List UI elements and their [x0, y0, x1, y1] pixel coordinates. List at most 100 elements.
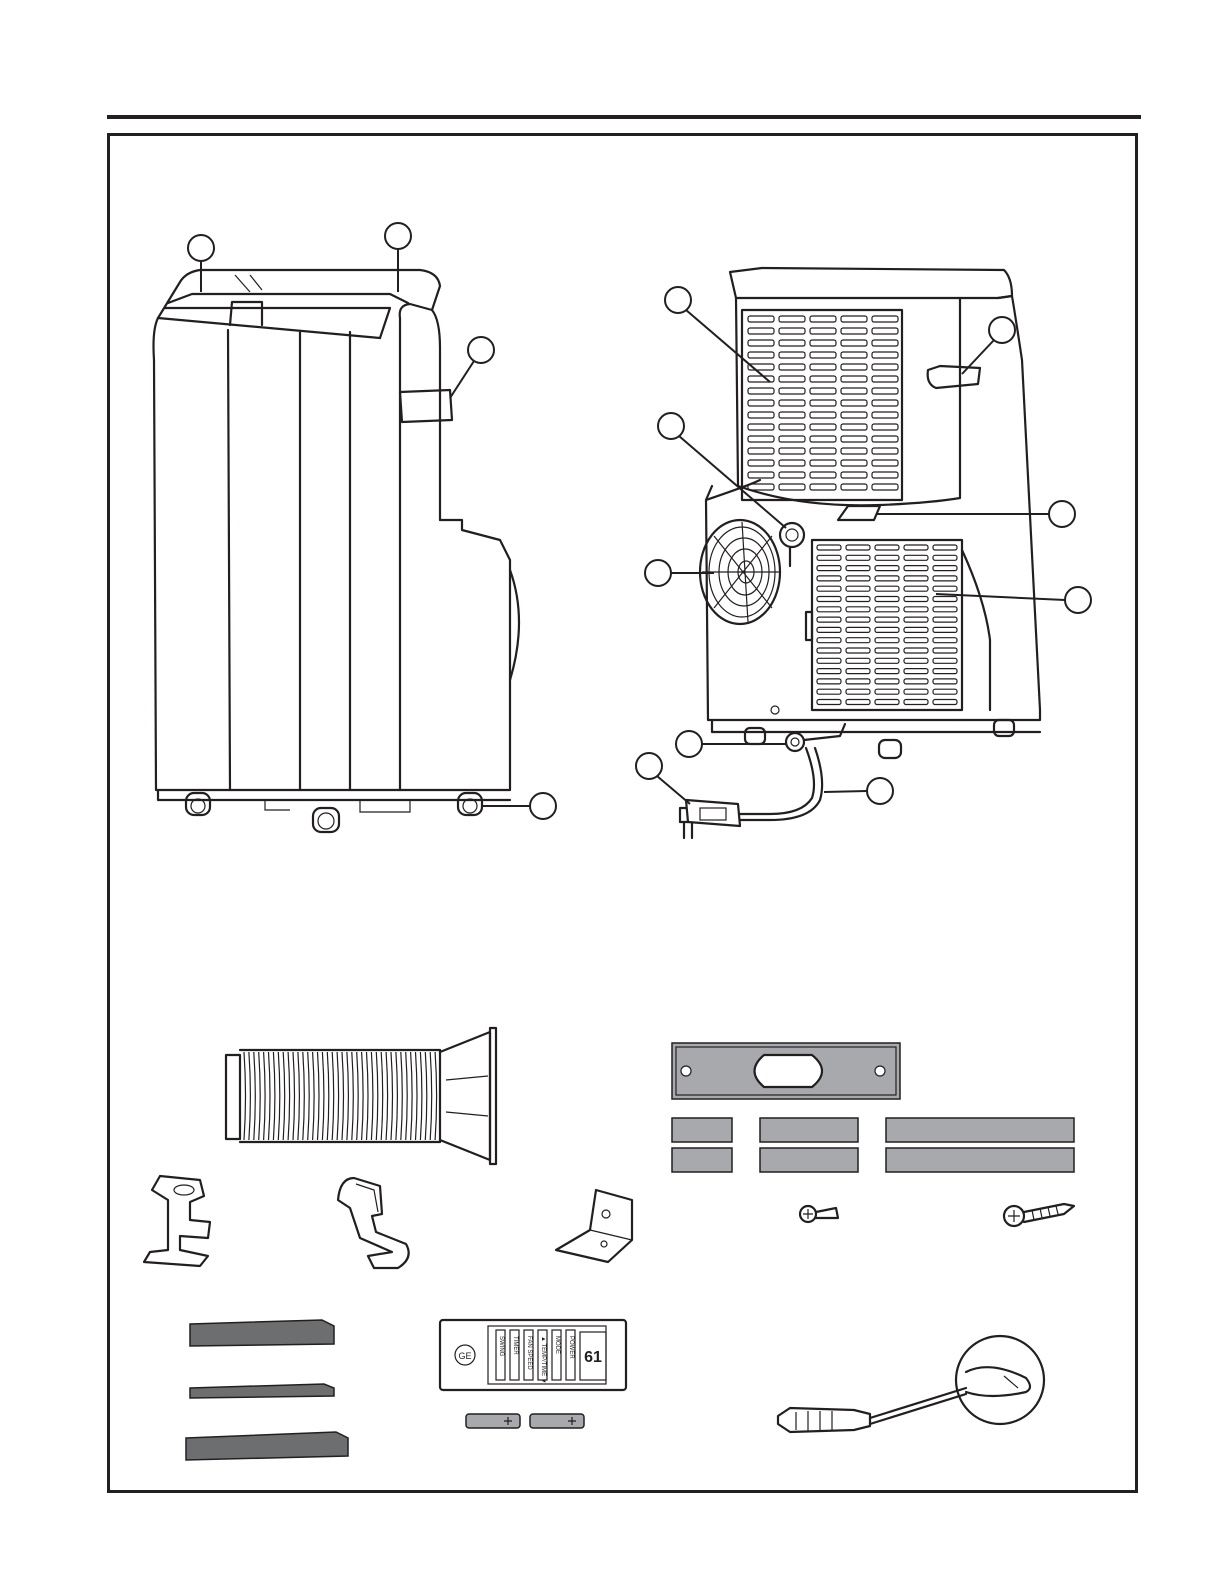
grille-slot [779, 448, 805, 454]
hose-rib [244, 1052, 246, 1140]
grille-slot [904, 638, 928, 643]
callout-upper-grille [665, 287, 691, 313]
foam-seals [186, 1320, 348, 1460]
hose-rib [396, 1052, 398, 1140]
grille-slot [810, 448, 836, 454]
grille-slot [841, 472, 867, 478]
grille-slot [933, 689, 957, 694]
grille-slot [875, 545, 899, 550]
hose-rib [342, 1052, 344, 1140]
hose-rib [367, 1052, 369, 1140]
hose-rib [269, 1052, 271, 1140]
grille-slot [846, 648, 870, 653]
window-slider-kit [672, 1043, 900, 1099]
hose-rib [416, 1052, 418, 1140]
grille-slot [846, 658, 870, 663]
grille-slot [779, 484, 805, 490]
callout-power-plug [636, 753, 662, 779]
grille-slot [875, 586, 899, 591]
grille-slot [810, 364, 836, 370]
grille-slot [748, 424, 774, 430]
grille-slot [904, 669, 928, 674]
grille-slot [933, 576, 957, 581]
hose-rib [259, 1052, 261, 1140]
grille-slot [817, 566, 841, 571]
grille-slot [817, 627, 841, 632]
callout-top-right [385, 223, 411, 249]
hose-rib [352, 1052, 354, 1140]
grille-slot [904, 576, 928, 581]
grille-slot [748, 400, 774, 406]
grille-slot [872, 424, 898, 430]
hose-rib [386, 1052, 388, 1140]
grille-slot [779, 352, 805, 358]
screwdriver [778, 1336, 1044, 1432]
grille-slot [872, 364, 898, 370]
hose-rib [322, 1052, 324, 1140]
grille-slot [933, 638, 957, 643]
grille-slot [817, 648, 841, 653]
screw-small [800, 1206, 838, 1222]
hose-rib [362, 1052, 364, 1140]
power-plug [680, 800, 740, 838]
grille-slot [846, 545, 870, 550]
grille-slot [841, 364, 867, 370]
grille-slot [841, 352, 867, 358]
grille-slot [875, 627, 899, 632]
grille-slot [904, 617, 928, 622]
grille-slot [779, 364, 805, 370]
hose-rib [293, 1052, 295, 1140]
hose-rib [337, 1052, 339, 1140]
callout-power-cord [867, 778, 893, 804]
grille-slot [841, 328, 867, 334]
grille-slot [846, 700, 870, 705]
grille-slot [748, 448, 774, 454]
grille-slot [933, 607, 957, 612]
grille-slot [846, 679, 870, 684]
grille-slot [748, 340, 774, 346]
grille-slot [875, 658, 899, 663]
grille-slot [841, 412, 867, 418]
callout-hose-bracket [1049, 501, 1075, 527]
hose-rib [298, 1052, 300, 1140]
remote-key-label: TIMER [512, 1336, 518, 1355]
remote-bracket [338, 1178, 409, 1268]
grille-slot [933, 566, 957, 571]
grille-slot [841, 316, 867, 322]
callout-lower-grille [1065, 587, 1091, 613]
callout-bottom-drain [676, 731, 702, 757]
grille-slot [779, 460, 805, 466]
grille-slot [810, 460, 836, 466]
grille-slot [846, 586, 870, 591]
hose-rib [420, 1052, 422, 1140]
grille-slot [875, 555, 899, 560]
hose-rib [401, 1052, 403, 1140]
grille-slot [933, 627, 957, 632]
hose-rib [288, 1052, 290, 1140]
bottom-drain [786, 724, 845, 751]
grille-slot [846, 566, 870, 571]
grille-slot [872, 472, 898, 478]
grille-slot [872, 316, 898, 322]
grille-slot [846, 607, 870, 612]
grille-slot [748, 436, 774, 442]
grille-slot [933, 648, 957, 653]
grille-slot [810, 316, 836, 322]
grille-slot [779, 316, 805, 322]
grille-slot [872, 388, 898, 394]
grille-slot [875, 679, 899, 684]
grille-slot [779, 436, 805, 442]
grille-slot [875, 607, 899, 612]
grille-slot [817, 597, 841, 602]
hose-rib [376, 1052, 378, 1140]
grille-slot [817, 638, 841, 643]
hose-rib [278, 1052, 280, 1140]
callout-drain-plug [658, 413, 684, 439]
grille-slot [817, 545, 841, 550]
grille-slot [846, 627, 870, 632]
grille-slot [875, 700, 899, 705]
hose-rib [303, 1052, 305, 1140]
grille-slot [904, 627, 928, 632]
remote-key-label: FAN SPEED [526, 1336, 532, 1370]
grille-slot [904, 597, 928, 602]
